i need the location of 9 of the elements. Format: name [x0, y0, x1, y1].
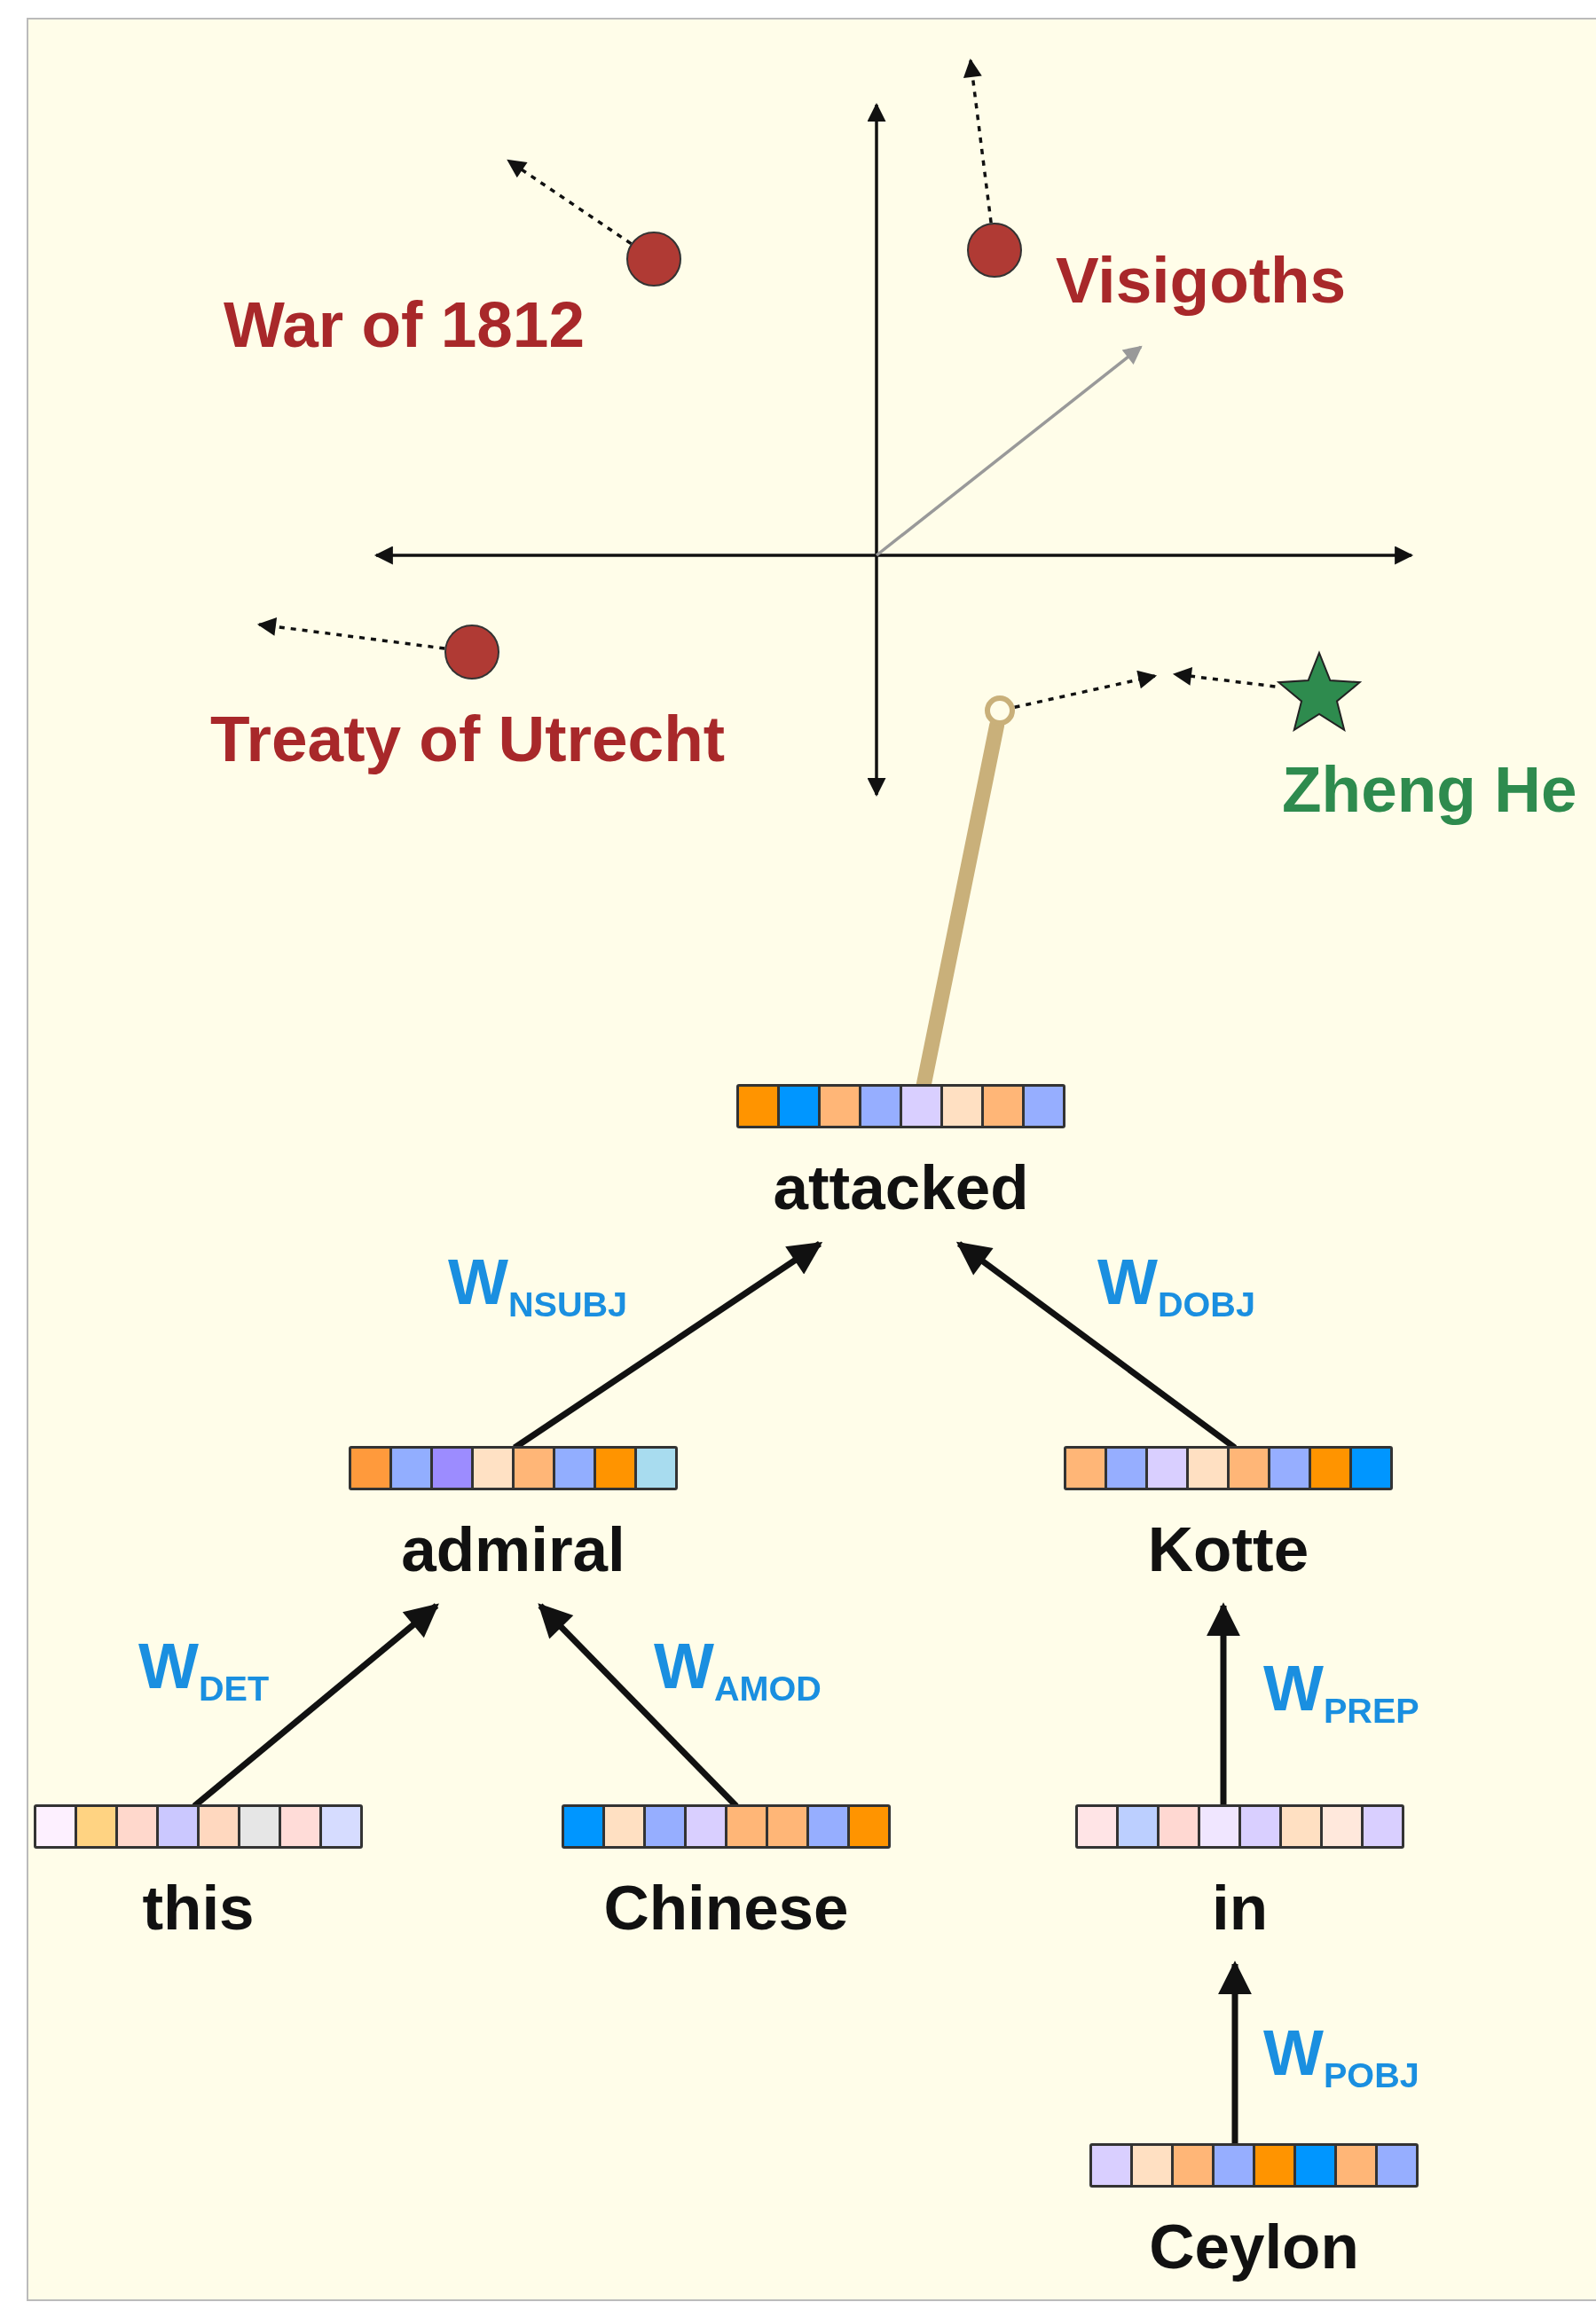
word-label: in: [1210, 1876, 1270, 1939]
word-label: Chinese: [602, 1876, 850, 1939]
word-label: Kotte: [1146, 1518, 1310, 1581]
dot-marker: [626, 232, 681, 287]
word-label: attacked: [772, 1156, 1030, 1219]
entity-label: War of 1812: [224, 292, 586, 357]
word-label: this: [141, 1876, 256, 1939]
projection-point: [985, 695, 1015, 726]
word-label: admiral: [400, 1518, 626, 1581]
